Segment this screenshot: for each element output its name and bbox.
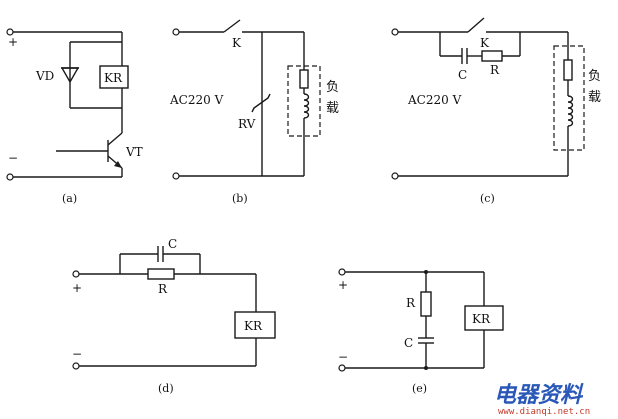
minus-label: −	[8, 151, 18, 165]
varistor-symbol	[251, 93, 271, 113]
terminal	[391, 28, 399, 36]
switch-label: K	[232, 36, 242, 50]
minus-label: −	[338, 350, 348, 364]
switch-k	[467, 17, 485, 33]
resistor-label: R	[406, 296, 416, 310]
capacitor-label: C	[458, 68, 467, 82]
caption-c: (c)	[480, 192, 495, 205]
minus-label: −	[72, 347, 82, 361]
varistor-label: RV	[238, 117, 256, 131]
relay-label: KR	[472, 312, 491, 326]
terminal	[72, 270, 80, 278]
load-dashed-box	[553, 45, 585, 151]
junction-dot	[424, 366, 428, 370]
diode-label: VD	[35, 69, 54, 83]
relay-coil-box	[234, 311, 276, 339]
load-resistor	[299, 69, 309, 89]
circuit-a: + − VD KR VT (a)	[6, 28, 143, 205]
terminal	[391, 172, 399, 180]
terminal	[72, 362, 80, 370]
transistor-collector	[107, 132, 123, 146]
terminal	[172, 172, 180, 180]
load-inductor	[303, 93, 310, 119]
plus-label: +	[8, 35, 18, 49]
source-label: AC220 V	[407, 93, 462, 107]
plus-label: +	[72, 281, 82, 295]
load-label-1: 负	[588, 69, 601, 84]
resistor-label: R	[158, 282, 168, 296]
capacitor-label: C	[404, 336, 413, 350]
transistor-label: VT	[125, 145, 143, 159]
load-label-2: 载	[588, 90, 601, 105]
circuit-b: K AC220 V RV 负 载 (b)	[169, 19, 339, 205]
load-label-2: 载	[326, 101, 339, 116]
load-resistor	[563, 59, 573, 81]
resistor-symbol	[481, 50, 503, 62]
load-label-1: 负	[326, 80, 339, 95]
resistor-symbol	[147, 268, 175, 280]
terminal	[6, 28, 14, 36]
switch-label: K	[480, 36, 490, 50]
load-inductor	[567, 95, 574, 127]
circuit-d: + − C R KR (d)	[72, 237, 276, 395]
caption-a: (a)	[62, 192, 77, 205]
watermark-text: 电器资料	[494, 383, 584, 408]
terminal	[6, 173, 14, 181]
terminal	[338, 268, 346, 276]
source-label: AC220 V	[169, 93, 224, 107]
load-dashed-box	[287, 65, 321, 137]
plus-label: +	[338, 278, 348, 292]
watermark: 电器资料 www.dianqi.net.cn	[494, 383, 590, 417]
transistor-arrow	[114, 161, 122, 168]
relay-coil-box	[99, 65, 129, 89]
caption-d: (d)	[158, 382, 174, 395]
relay-label: KR	[104, 71, 123, 85]
resistor-label: R	[490, 63, 500, 77]
caption-b: (b)	[232, 192, 248, 205]
switch-k	[223, 19, 241, 33]
terminal	[172, 28, 180, 36]
capacitor-label: C	[168, 237, 177, 251]
circuit-e: + − R C KR (e)	[338, 268, 504, 395]
terminal	[338, 364, 346, 372]
resistor-symbol	[420, 291, 432, 317]
caption-e: (e)	[412, 382, 427, 395]
relay-label: KR	[244, 319, 263, 333]
watermark-url: www.dianqi.net.cn	[498, 407, 590, 417]
circuit-c: K C R AC220 V 负 载 (c)	[391, 17, 601, 205]
